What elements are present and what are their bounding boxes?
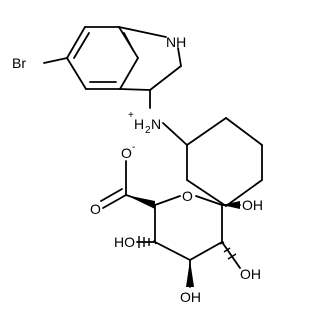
atom-label-ammonium-subscript: 2 (145, 125, 151, 136)
wedge-bond (126, 195, 155, 209)
glucuronate-fragment (100, 160, 241, 288)
atom-label-oh-right-lower: OH (240, 266, 261, 282)
bond (119, 88, 151, 91)
bond (221, 241, 241, 269)
bond (189, 241, 223, 261)
bond (118, 26, 167, 38)
atom-label-ho-left: HO (114, 234, 135, 250)
bond (100, 188, 123, 202)
bond (66, 26, 86, 59)
atom-label-ring-o: O (182, 188, 193, 204)
hash-mark (223, 247, 231, 253)
hash-mark (153, 239, 157, 245)
atom-label-carbonyl-o: O (90, 201, 101, 217)
charge-minus: - (132, 142, 135, 153)
hashed-bond (219, 241, 237, 260)
hash-mark (219, 241, 225, 245)
bond (186, 179, 227, 207)
wedge-bond (186, 260, 194, 287)
bond (225, 179, 263, 207)
atom-label-br: Br (12, 55, 26, 71)
wedge-bond (222, 201, 240, 209)
bond (119, 57, 139, 90)
hashed-bond (138, 236, 157, 248)
atom-labels: NH Br + H 2 N O - O O OH HO OH OH (12, 34, 263, 305)
molecule-diagram: NH Br + H 2 N O - O O OH HO OH OH (12, 26, 263, 305)
hash-mark (227, 253, 237, 260)
cyclohexyl-fragment (162, 117, 263, 207)
bond (177, 47, 182, 67)
bond (149, 65, 182, 91)
indole-fragment (43, 26, 182, 109)
bond (154, 241, 191, 261)
bond (66, 57, 87, 90)
bond (102, 194, 127, 209)
bond (154, 195, 181, 206)
charge-plus: + (128, 110, 134, 121)
bond (162, 122, 188, 146)
bond (73, 32, 90, 59)
bond (195, 195, 223, 206)
atom-label-oh-bottom: OH (180, 289, 201, 305)
atom-label-ammonium-n: N (151, 116, 161, 132)
bond (43, 57, 68, 64)
atom-label-ammonium-h: H (134, 116, 144, 132)
bond (225, 117, 263, 146)
atom-label-oh-right-upper: OH (242, 197, 263, 213)
bond (186, 117, 227, 146)
bond (123, 32, 134, 51)
atom-label-nh: NH (166, 34, 186, 50)
atom-label-carboxylate-o: O (121, 145, 132, 161)
